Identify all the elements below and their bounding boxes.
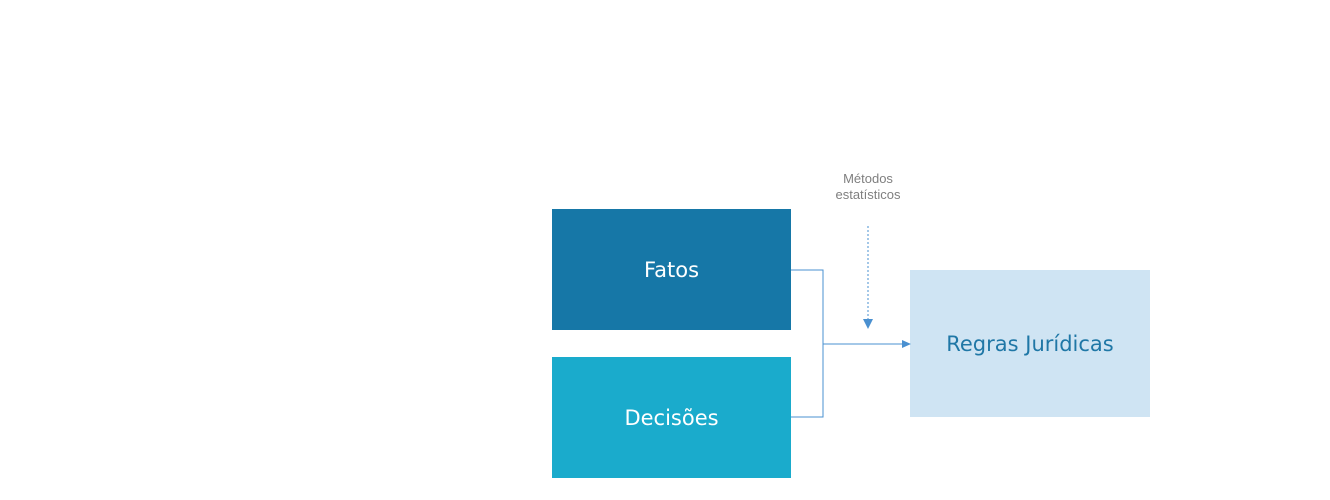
method-arrow-head — [863, 319, 873, 329]
method-label-line-1: Métodos — [843, 171, 893, 186]
decisoes-box: Decisões — [552, 357, 791, 478]
method-label-line-2: estatísticos — [835, 187, 901, 202]
decisoes-label: Decisões — [624, 405, 719, 430]
fatos-box: Fatos — [552, 209, 791, 330]
metodos-estatisticos-label: Métodos estatísticos — [800, 171, 936, 203]
fatos-connector — [791, 269, 824, 344]
regras-juridicas-label: Regras Jurídicas — [946, 331, 1114, 356]
fatos-label: Fatos — [643, 257, 700, 282]
decisoes-connector — [791, 344, 824, 418]
regras-juridicas-box: Regras Jurídicas — [910, 270, 1150, 417]
